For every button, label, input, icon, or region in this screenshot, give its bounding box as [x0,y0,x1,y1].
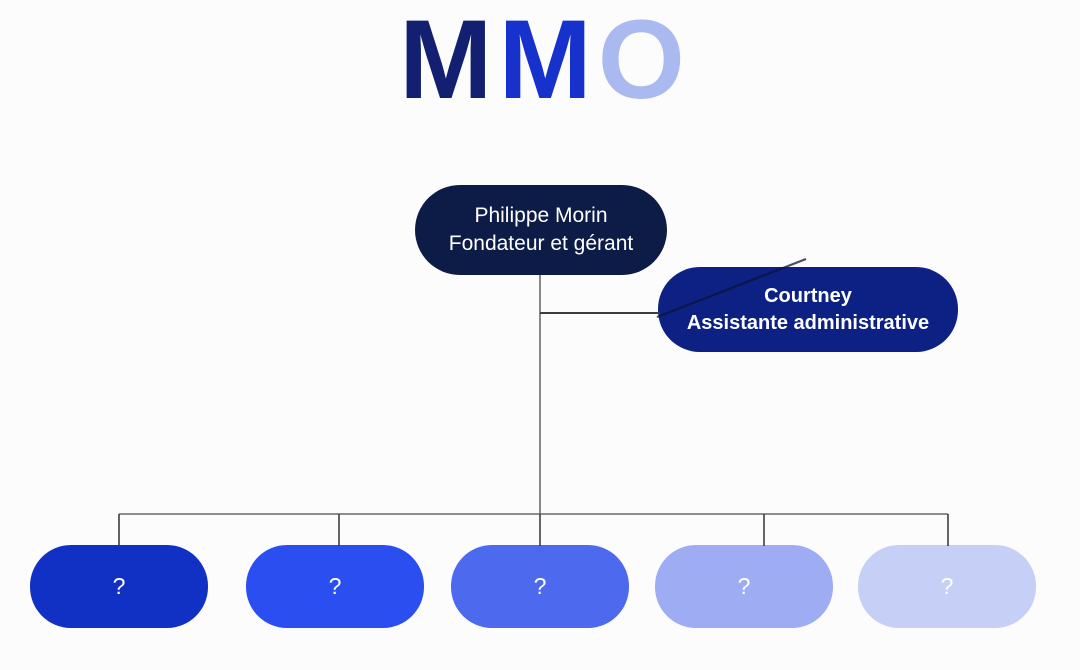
assistant-title: Assistante administrative [686,311,930,334]
org-node-unknown-3: ? [451,545,629,628]
logo-letter-m2: M [498,0,598,122]
founder-name: Philippe Morin [474,204,608,227]
unknown-label: ? [112,573,126,599]
logo-letter-o: O [597,0,691,122]
logo-letter-m1: M [399,0,499,122]
assistant-name: Courtney [764,284,852,307]
org-node-unknown-4: ? [655,545,833,628]
org-node-unknown-1: ? [30,545,208,628]
founder-title: Fondateur et gérant [448,232,634,255]
unknown-label: ? [328,573,342,599]
unknown-label: ? [533,573,547,599]
company-logo: MMO [0,4,1080,116]
unknown-label: ? [737,573,751,599]
org-node-unknown-2: ? [246,545,424,628]
org-node-founder: Philippe Morin Fondateur et gérant [415,185,667,275]
unknown-label: ? [940,573,954,599]
org-node-unknown-5: ? [858,545,1036,628]
org-node-assistant: Courtney Assistante administrative [658,267,958,352]
